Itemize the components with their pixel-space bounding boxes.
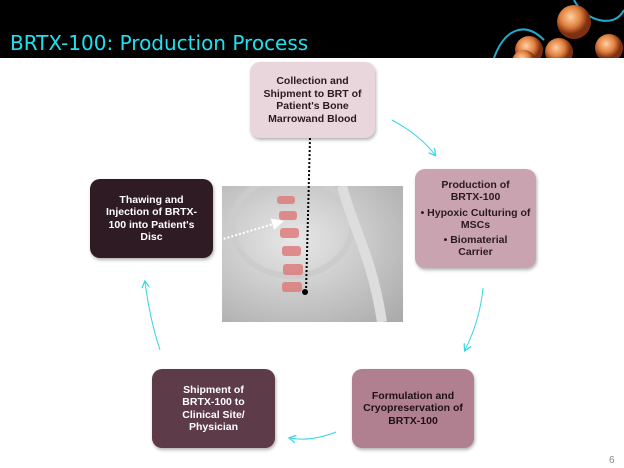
spine-xray-image	[222, 186, 403, 322]
arrow-1-2	[391, 119, 435, 155]
arrow-2-3	[465, 287, 484, 350]
step-thawing: Thawing and Injection of BRTX-100 into P…	[90, 179, 213, 258]
step-collection-text: Collection and Shipment to BRT of Patien…	[263, 75, 362, 125]
arrow-3-4	[290, 431, 337, 439]
step-production-text: Production of BRTX-100	[441, 178, 510, 204]
dotted-line-collection	[305, 137, 311, 293]
slide-title: BRTX-100: Production Process	[10, 31, 309, 55]
step-formulation-text: Formulation and Cryopreservation of BRTX…	[363, 389, 463, 427]
step-formulation: Formulation and Cryopreservation of BRTX…	[352, 369, 474, 448]
stem-cells-image	[493, 0, 624, 58]
step-production: Production of BRTX-100 • Hypoxic Culturi…	[415, 169, 536, 268]
bullet-hypoxic: • Hypoxic Culturing of MSCs	[420, 206, 531, 232]
step-thawing-text: Thawing and Injection of BRTX-100 into P…	[106, 193, 197, 244]
bullet-biomaterial: • Biomaterial Carrier	[443, 233, 508, 259]
page-number: 6	[609, 455, 615, 466]
step-shipment-text: Shipment of BRTX-100 to Clinical Site/ P…	[182, 383, 245, 434]
step-collection: Collection and Shipment to BRT of Patien…	[250, 62, 375, 138]
arrow-4-5	[145, 282, 161, 351]
header-banner: BRTX-100: Production Process	[0, 0, 624, 58]
dotted-line-injection	[192, 218, 284, 249]
step-shipment: Shipment of BRTX-100 to Clinical Site/ P…	[152, 369, 275, 448]
